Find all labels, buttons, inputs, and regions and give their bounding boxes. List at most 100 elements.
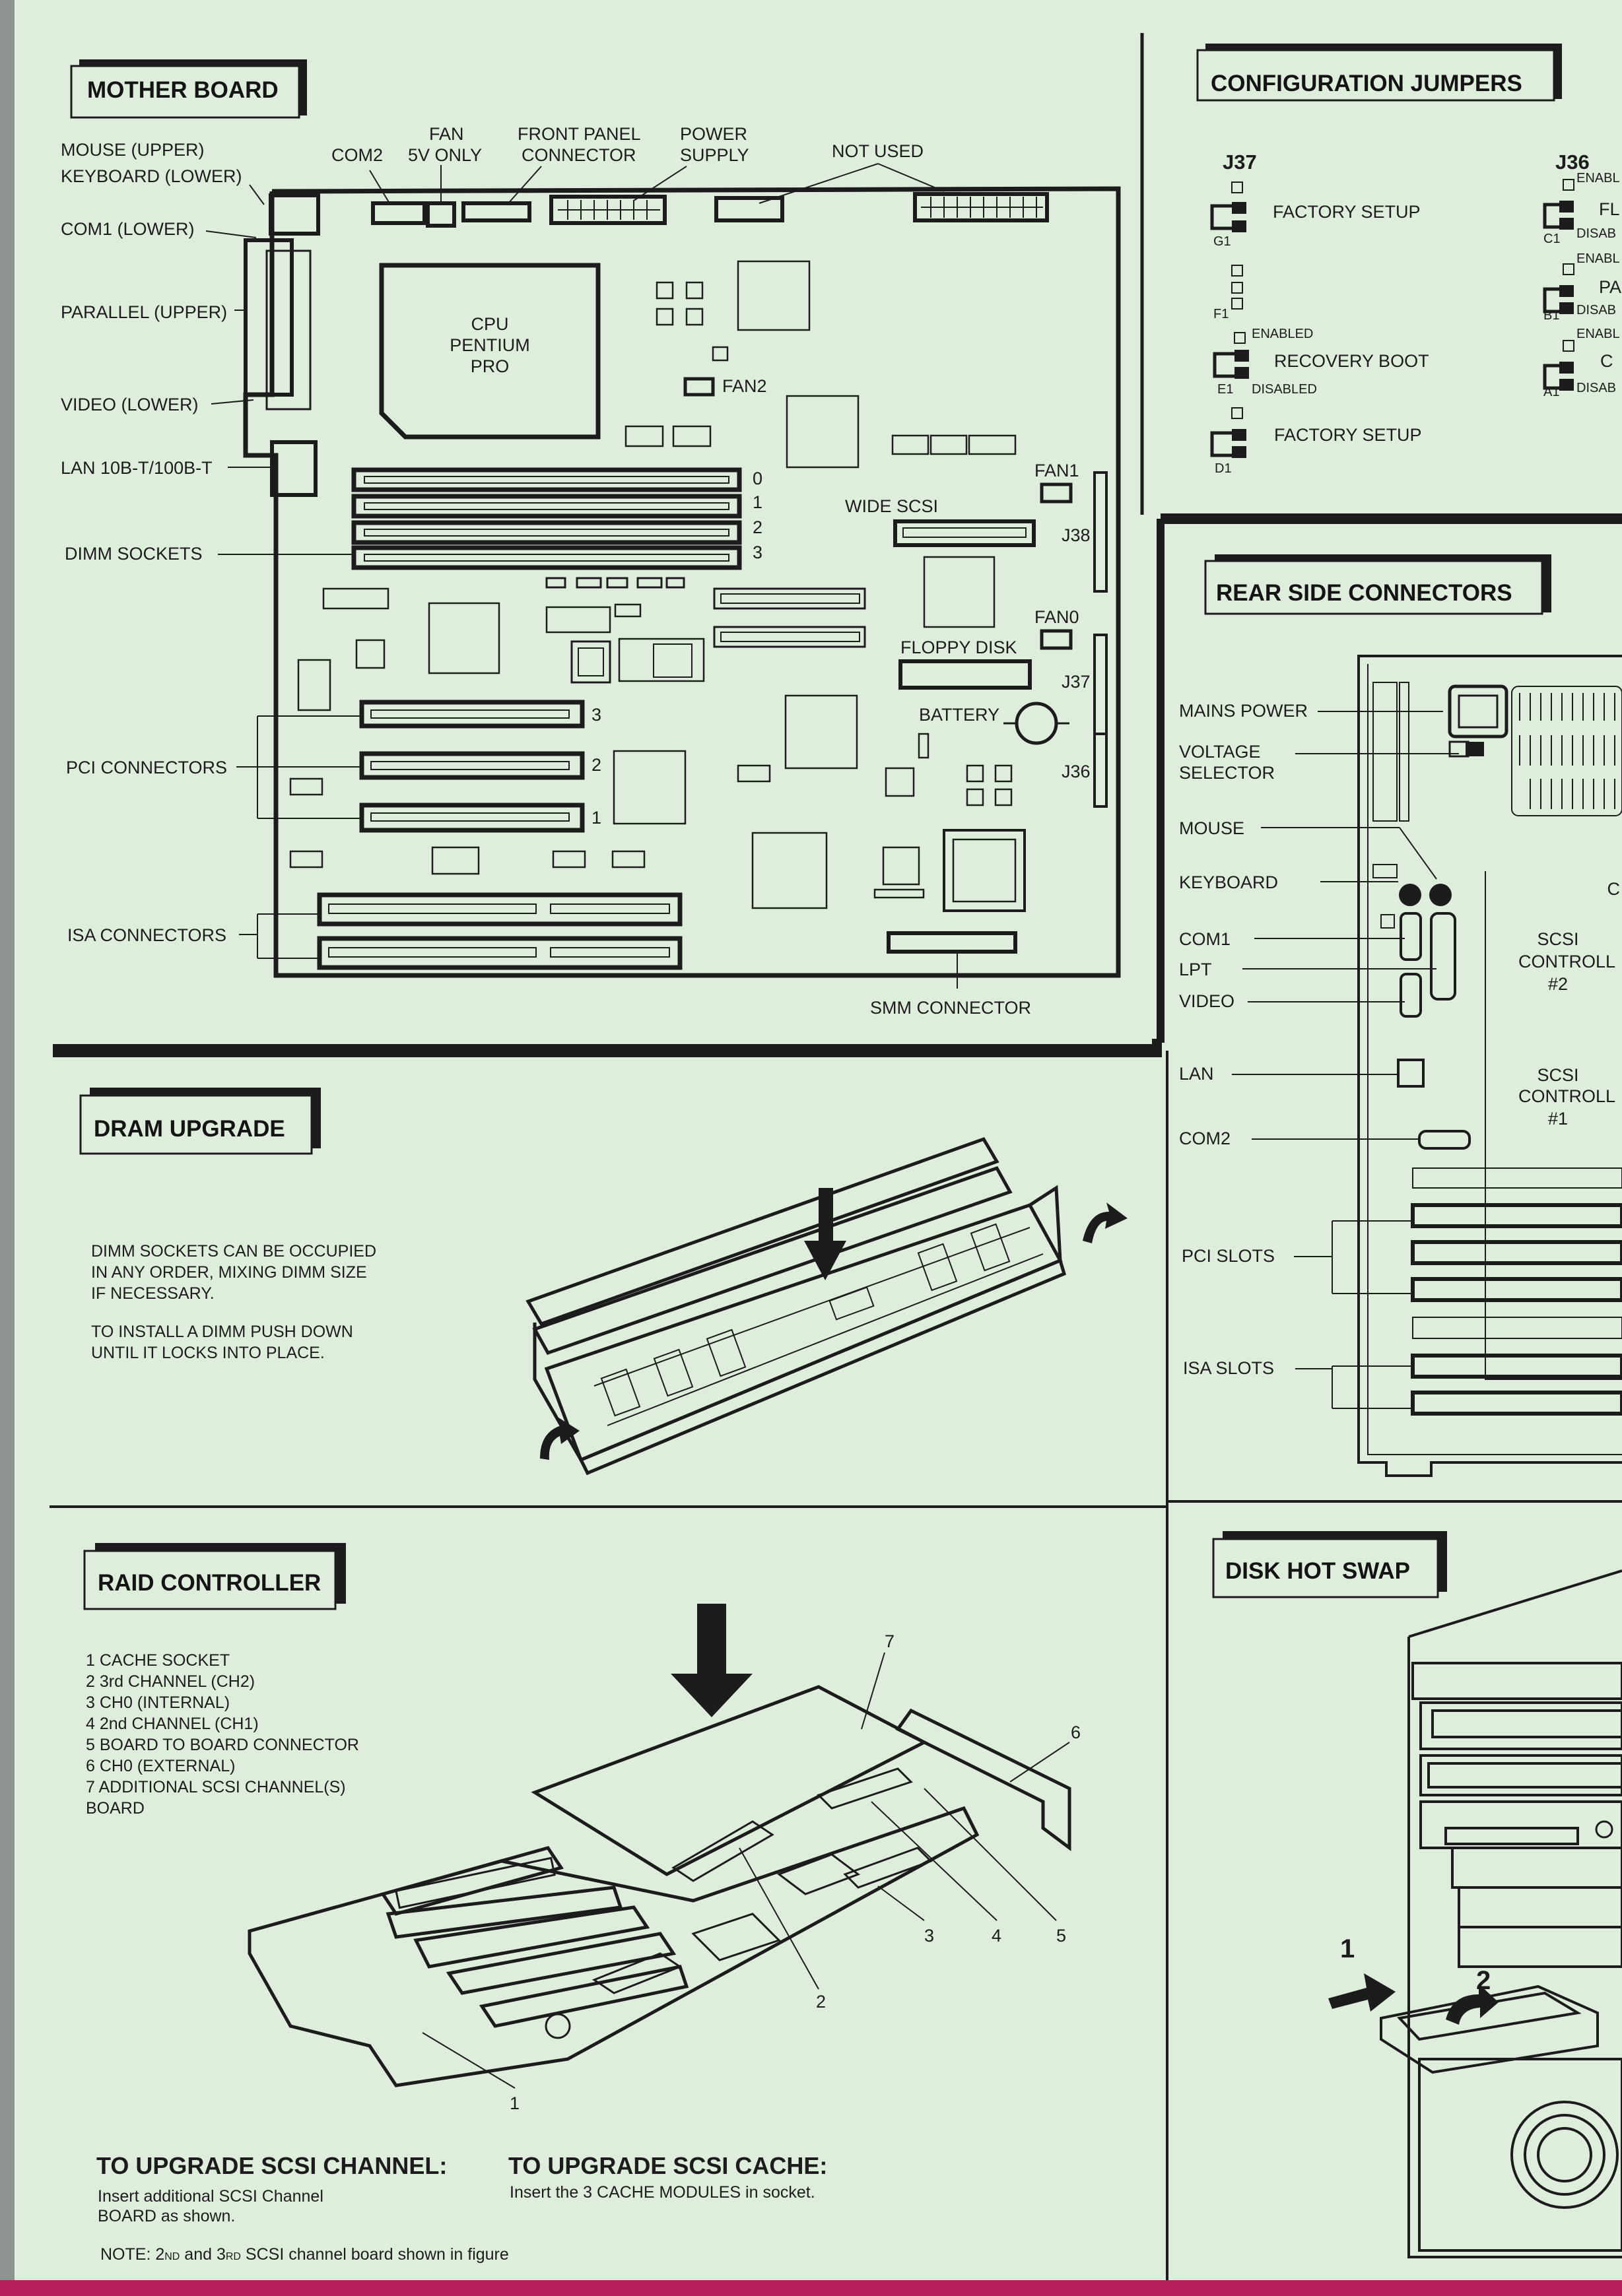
dimm-2: 2 [753,517,762,537]
raid-title: RAID CONTROLLER [98,1570,321,1596]
pci-2: 2 [591,755,601,775]
dimm-1: 1 [753,492,762,512]
upgrade-cache-title: TO UPGRADE SCSI CACHE: [508,2152,827,2179]
scsi2-line2: CONTROLL [1518,952,1615,971]
j36-enabl-3: ENABL [1576,327,1620,341]
rear-lpt: LPT [1179,960,1212,979]
pci-connectors-label: PCI CONNECTORS [66,758,227,777]
j36-enabl-2: ENABL [1576,251,1620,266]
dram-title: DRAM UPGRADE [94,1116,285,1142]
video-label: VIDEO (LOWER) [61,395,199,414]
battery-label: BATTERY [919,705,999,725]
hotswap-arrow-1 [1328,1973,1396,2012]
fan1-label: FAN1 [1034,461,1079,480]
push-down-arrow [804,1188,846,1280]
dimm-illustration [525,1136,1067,1476]
left-edge-strip [0,0,15,2296]
title-box [70,65,300,119]
j36-fl: FL [1599,199,1620,219]
jumpers-title: CONFIGURATION JUMPERS [1211,71,1522,96]
rear-video: VIDEO [1179,991,1234,1011]
rear-keyboard: KEYBOARD [1179,872,1278,892]
pci-3: 3 [591,705,601,725]
j36-title: J36 [1555,150,1590,174]
raid-item-6: 6 CH0 (EXTERNAL) [86,1757,235,1775]
power-supply-label: SUPPLY [680,145,749,165]
mouse-label: MOUSE (UPPER) [61,140,205,160]
j36-enabl-1: ENABL [1576,171,1620,185]
pin-b1: B1 [1543,308,1559,323]
cpu-label-1: CPU [471,314,508,334]
config-jumpers-section: CONFIGURATION JUMPERS J37 J36 [1196,44,1621,476]
j36-disab-2: DISAB [1576,303,1616,317]
fan-label: FAN [429,124,464,144]
power-label: POWER [680,124,747,144]
upgrade-channel-title: TO UPGRADE SCSI CHANNEL: [96,2152,447,2179]
raid-item-5: 5 BOARD TO BOARD CONNECTOR [86,1736,359,1754]
dram-text-3: IF NECESSARY. [91,1284,215,1303]
pin-d1: D1 [1215,461,1232,476]
dram-text-1: DIMM SOCKETS CAN BE OCCUPIED [91,1242,376,1261]
latch-arrow-left [540,1418,580,1460]
disk-hot-swap-section: DISK HOT SWAP 1 2 [1212,1531,1622,2258]
fan2-label: FAN2 [722,376,767,396]
factory-setup-2: FACTORY SETUP [1274,425,1422,445]
j36-disab-1: DISAB [1576,226,1616,241]
dimm-sockets-label: DIMM SOCKETS [65,544,203,564]
rear-com2: COM2 [1179,1129,1231,1148]
keyboard-label: KEYBOARD (LOWER) [61,166,242,186]
upgrade-channel-text-2: BOARD as shown. [98,2207,235,2225]
smm-connector-label: SMM CONNECTOR [870,998,1031,1018]
raid-controller-section: RAID CONTROLLER 1 CACHE SOCKET 2 3rd CHA… [83,1543,1081,2264]
front-panel-connector-label: CONNECTOR [522,145,636,165]
com2-label: COM2 [331,145,383,165]
j36-c: C [1600,351,1613,371]
dram-upgrade-section: DRAM UPGRADE DIMM SOCKETS CAN BE OCCUPIE… [79,1088,1128,1476]
insert-arrow [671,1604,753,1717]
wide-scsi-label: WIDE SCSI [845,496,938,516]
j36-pa: PA [1599,277,1621,297]
pin-c1: C1 [1543,232,1561,246]
scsi1-line2: CONTROLL [1518,1086,1615,1106]
raid-item-7: 7 ADDITIONAL SCSI CHANNEL(S) [86,1778,346,1796]
raid-item-3: 3 CH0 (INTERNAL) [86,1693,230,1712]
isa-connectors-label: ISA CONNECTORS [67,925,226,945]
hotswap-arrow-2 [1446,1984,1499,2025]
front-panel-label: FRONT PANEL [518,124,641,144]
rear-connectors-section: REAR SIDE CONNECTORS MAINS POWER VOLTAGE… [1179,554,1622,1477]
dram-text-2: IN ANY ORDER, MIXING DIMM SIZE [91,1263,367,1282]
raid-callout-7: 7 [885,1631,895,1651]
recovery-boot: RECOVERY BOOT [1274,351,1429,371]
upgrade-channel-text-1: Insert additional SCSI Channel [98,2187,323,2206]
rear-voltage-2: SELECTOR [1179,763,1275,783]
scsi2-line1: SCSI [1537,929,1578,949]
j37-mb-label: J37 [1062,672,1091,692]
raid-callout-5: 5 [1056,1926,1066,1946]
hotswap-title: DISK HOT SWAP [1225,1558,1410,1584]
rear-com1: COM1 [1179,929,1231,949]
scsi1-line1: SCSI [1537,1065,1578,1085]
hotswap-step-1: 1 [1340,1934,1355,1963]
j36-mb-label: J36 [1062,762,1091,781]
com1-label: COM1 (LOWER) [61,219,195,239]
fan-5v-label: 5V ONLY [408,145,482,165]
factory-setup-1: FACTORY SETUP [1273,202,1421,222]
motherboard-section: MOTHER BOARD MOUSE (UPPER) KEYBOARD (LOW… [61,59,1121,1018]
raid-item-8: BOARD [86,1799,145,1818]
dram-text-5: UNTIL IT LOCKS INTO PLACE. [91,1344,325,1362]
latch-arrow-right [1083,1202,1128,1243]
dimm-0: 0 [753,469,762,488]
rear-mouse: MOUSE [1179,818,1244,838]
raid-note: NOTE: 2ND and 3RD SCSI channel board sho… [100,2245,509,2264]
raid-callout-6: 6 [1071,1722,1081,1742]
pin-g1: G1 [1213,234,1231,249]
lan-label: LAN 10B-T/100B-T [61,458,213,478]
recovery-enabled: ENABLED [1252,327,1313,341]
rear-c: C [1607,879,1621,899]
pci-1: 1 [591,808,601,828]
j38-label: J38 [1062,525,1091,545]
pin-f1: F1 [1213,307,1229,321]
raid-callout-3: 3 [924,1926,934,1946]
